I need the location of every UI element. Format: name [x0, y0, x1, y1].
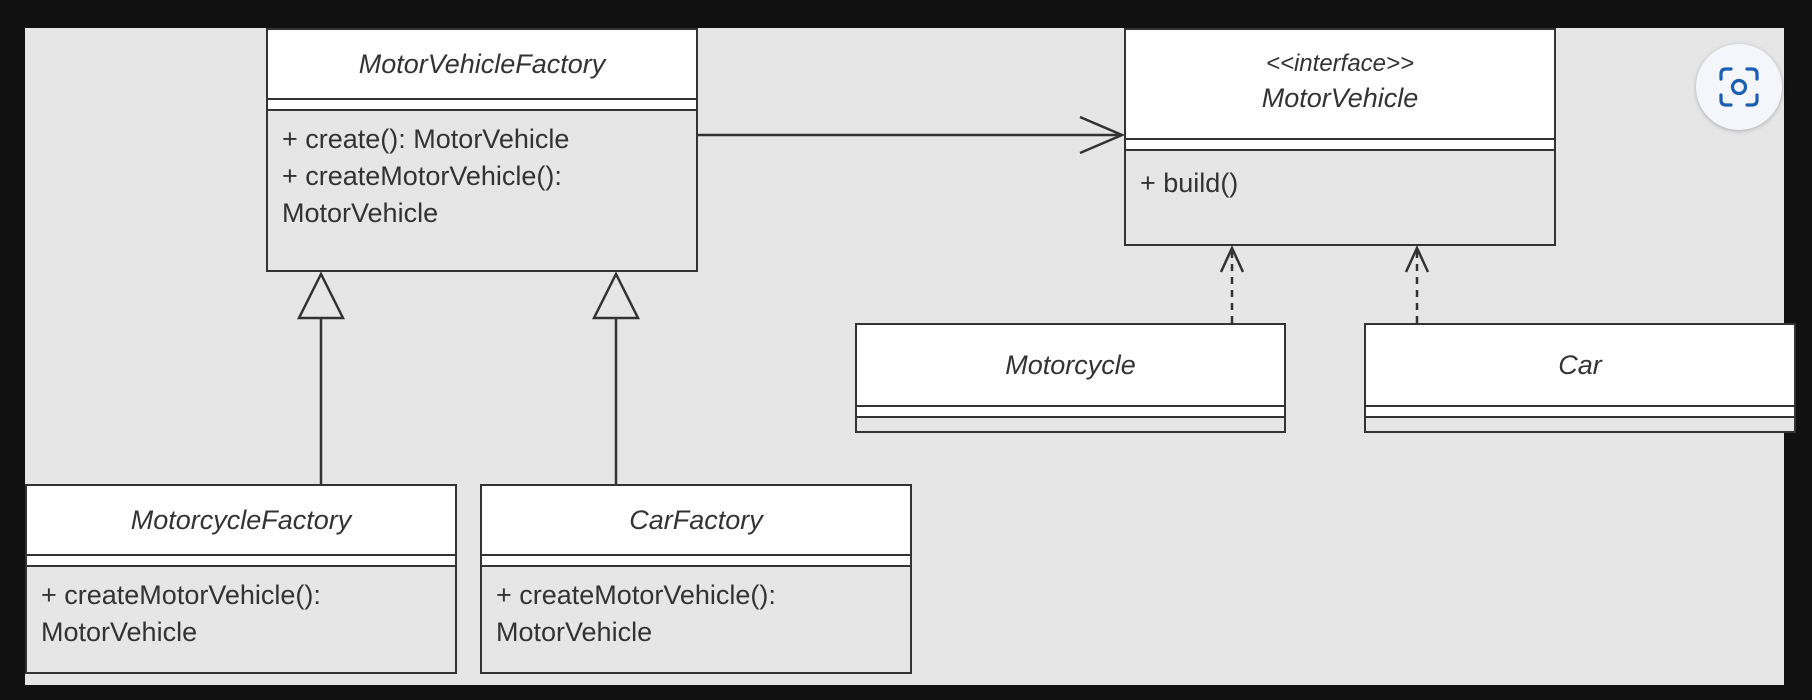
class-motor-vehicle-interface: <<interface>> MotorVehicle + build()	[1124, 28, 1556, 246]
operation-line: + createMotorVehicle():	[41, 580, 321, 610]
realization-arrow	[1404, 244, 1430, 323]
class-name-text: Car	[1558, 350, 1602, 380]
association-arrow	[698, 115, 1126, 155]
visual-search-button[interactable]	[1696, 44, 1782, 130]
attributes-compartment	[1366, 407, 1794, 418]
operation-line: + build()	[1140, 168, 1239, 198]
class-name: MotorcycleFactory	[27, 486, 455, 556]
operations-compartment: + create(): MotorVehicle + createMotorVe…	[268, 111, 696, 232]
operation-line: MotorVehicle	[496, 617, 653, 647]
class-name-text: MotorVehicle	[1261, 83, 1419, 113]
generalization-arrow	[591, 271, 641, 484]
class-name: <<interface>> MotorVehicle	[1126, 30, 1554, 140]
attributes-compartment	[482, 556, 910, 567]
class-motor-vehicle-factory: MotorVehicleFactory + create(): MotorVeh…	[266, 28, 698, 272]
operation-line: MotorVehicle	[41, 617, 198, 647]
operation-line: + createMotorVehicle():	[496, 580, 776, 610]
class-car-factory: CarFactory + createMotorVehicle(): Motor…	[480, 484, 912, 674]
attributes-compartment	[1126, 140, 1554, 151]
realization-arrow	[1219, 244, 1245, 323]
attributes-compartment	[268, 100, 696, 111]
class-motorcycle-factory: MotorcycleFactory + createMotorVehicle()…	[25, 484, 457, 674]
generalization-arrow	[296, 271, 346, 484]
class-name-text: MotorcycleFactory	[130, 505, 352, 535]
stereotype-label: <<interface>>	[1265, 50, 1415, 77]
visual-search-icon	[1719, 67, 1759, 107]
class-name: MotorVehicleFactory	[268, 30, 696, 100]
operation-line: MotorVehicle	[282, 198, 439, 228]
class-name: CarFactory	[482, 486, 910, 556]
operation-line: + create(): MotorVehicle	[282, 124, 570, 154]
class-name: Car	[1366, 325, 1794, 407]
operations-compartment: + createMotorVehicle(): MotorVehicle	[482, 567, 910, 651]
operations-compartment: + build()	[1126, 151, 1554, 202]
class-motorcycle: Motorcycle	[855, 323, 1286, 433]
class-name-text: Motorcycle	[1005, 350, 1136, 380]
operation-line: + createMotorVehicle():	[282, 161, 562, 191]
operations-compartment: + createMotorVehicle(): MotorVehicle	[27, 567, 455, 651]
attributes-compartment	[857, 407, 1284, 418]
attributes-compartment	[27, 556, 455, 567]
class-name-text: CarFactory	[629, 505, 763, 535]
class-car: Car	[1364, 323, 1796, 433]
class-name-text: MotorVehicleFactory	[358, 49, 606, 79]
class-name: Motorcycle	[857, 325, 1284, 407]
